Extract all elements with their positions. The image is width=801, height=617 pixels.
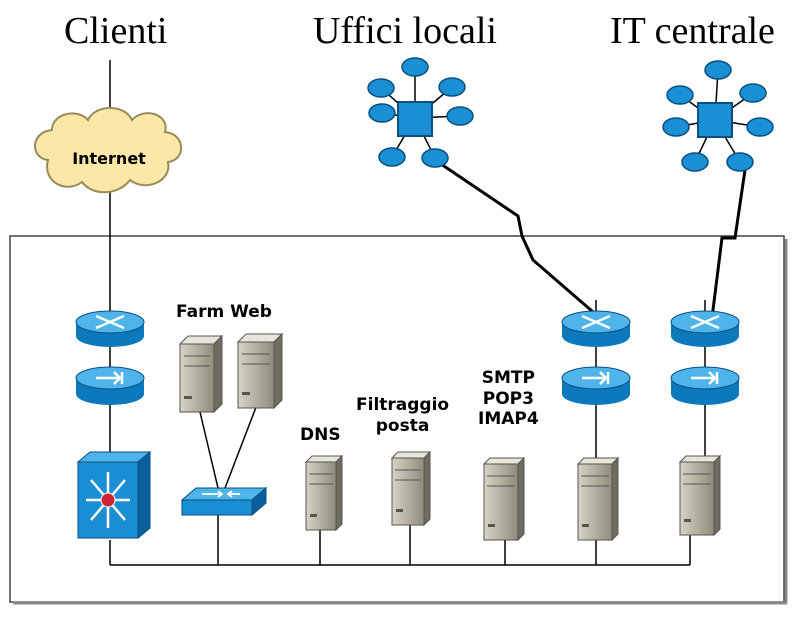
label-imap4: IMAP4 [478, 409, 539, 430]
title-local-offices: Uffici locali [313, 10, 497, 52]
firewall-icon [75, 366, 145, 405]
label-dns: DNS [300, 425, 341, 445]
server-icon [678, 454, 722, 537]
core-switch-icon [76, 450, 152, 540]
title-clients: Clienti [64, 10, 168, 52]
central-it-network [662, 60, 774, 172]
server-icon [482, 456, 526, 542]
server-icon [390, 450, 432, 527]
label-mail-protocols: SMTP POP3 IMAP4 [478, 368, 539, 430]
label-smtp: SMTP [481, 368, 535, 388]
server-icon [178, 334, 224, 414]
internet-cloud-label: Internet [72, 149, 146, 168]
datacenter-frame [9, 235, 788, 605]
label-mail-filtering-line1: Filtraggio [356, 395, 450, 415]
internet-cloud [34, 107, 183, 194]
title-central-it: IT centrale [610, 10, 775, 52]
label-pop3: POP3 [482, 388, 534, 409]
server-icon [236, 332, 284, 410]
router-icon [561, 310, 631, 347]
firewall-icon [670, 366, 740, 405]
firewall-icon [561, 366, 631, 405]
label-mail-filtering: Filtraggio posta [356, 395, 449, 436]
router-icon [670, 310, 740, 347]
local-offices-network [367, 57, 474, 168]
label-mail-filtering-line2: posta [375, 415, 430, 436]
farm-switch-icon [180, 486, 268, 517]
server-icon [576, 456, 620, 542]
wan-link-central-it [710, 169, 747, 319]
server-icon [304, 454, 344, 532]
router-icon [75, 310, 145, 347]
wan-link-local-offices [434, 158, 601, 320]
label-farm-web: Farm Web [176, 302, 272, 322]
